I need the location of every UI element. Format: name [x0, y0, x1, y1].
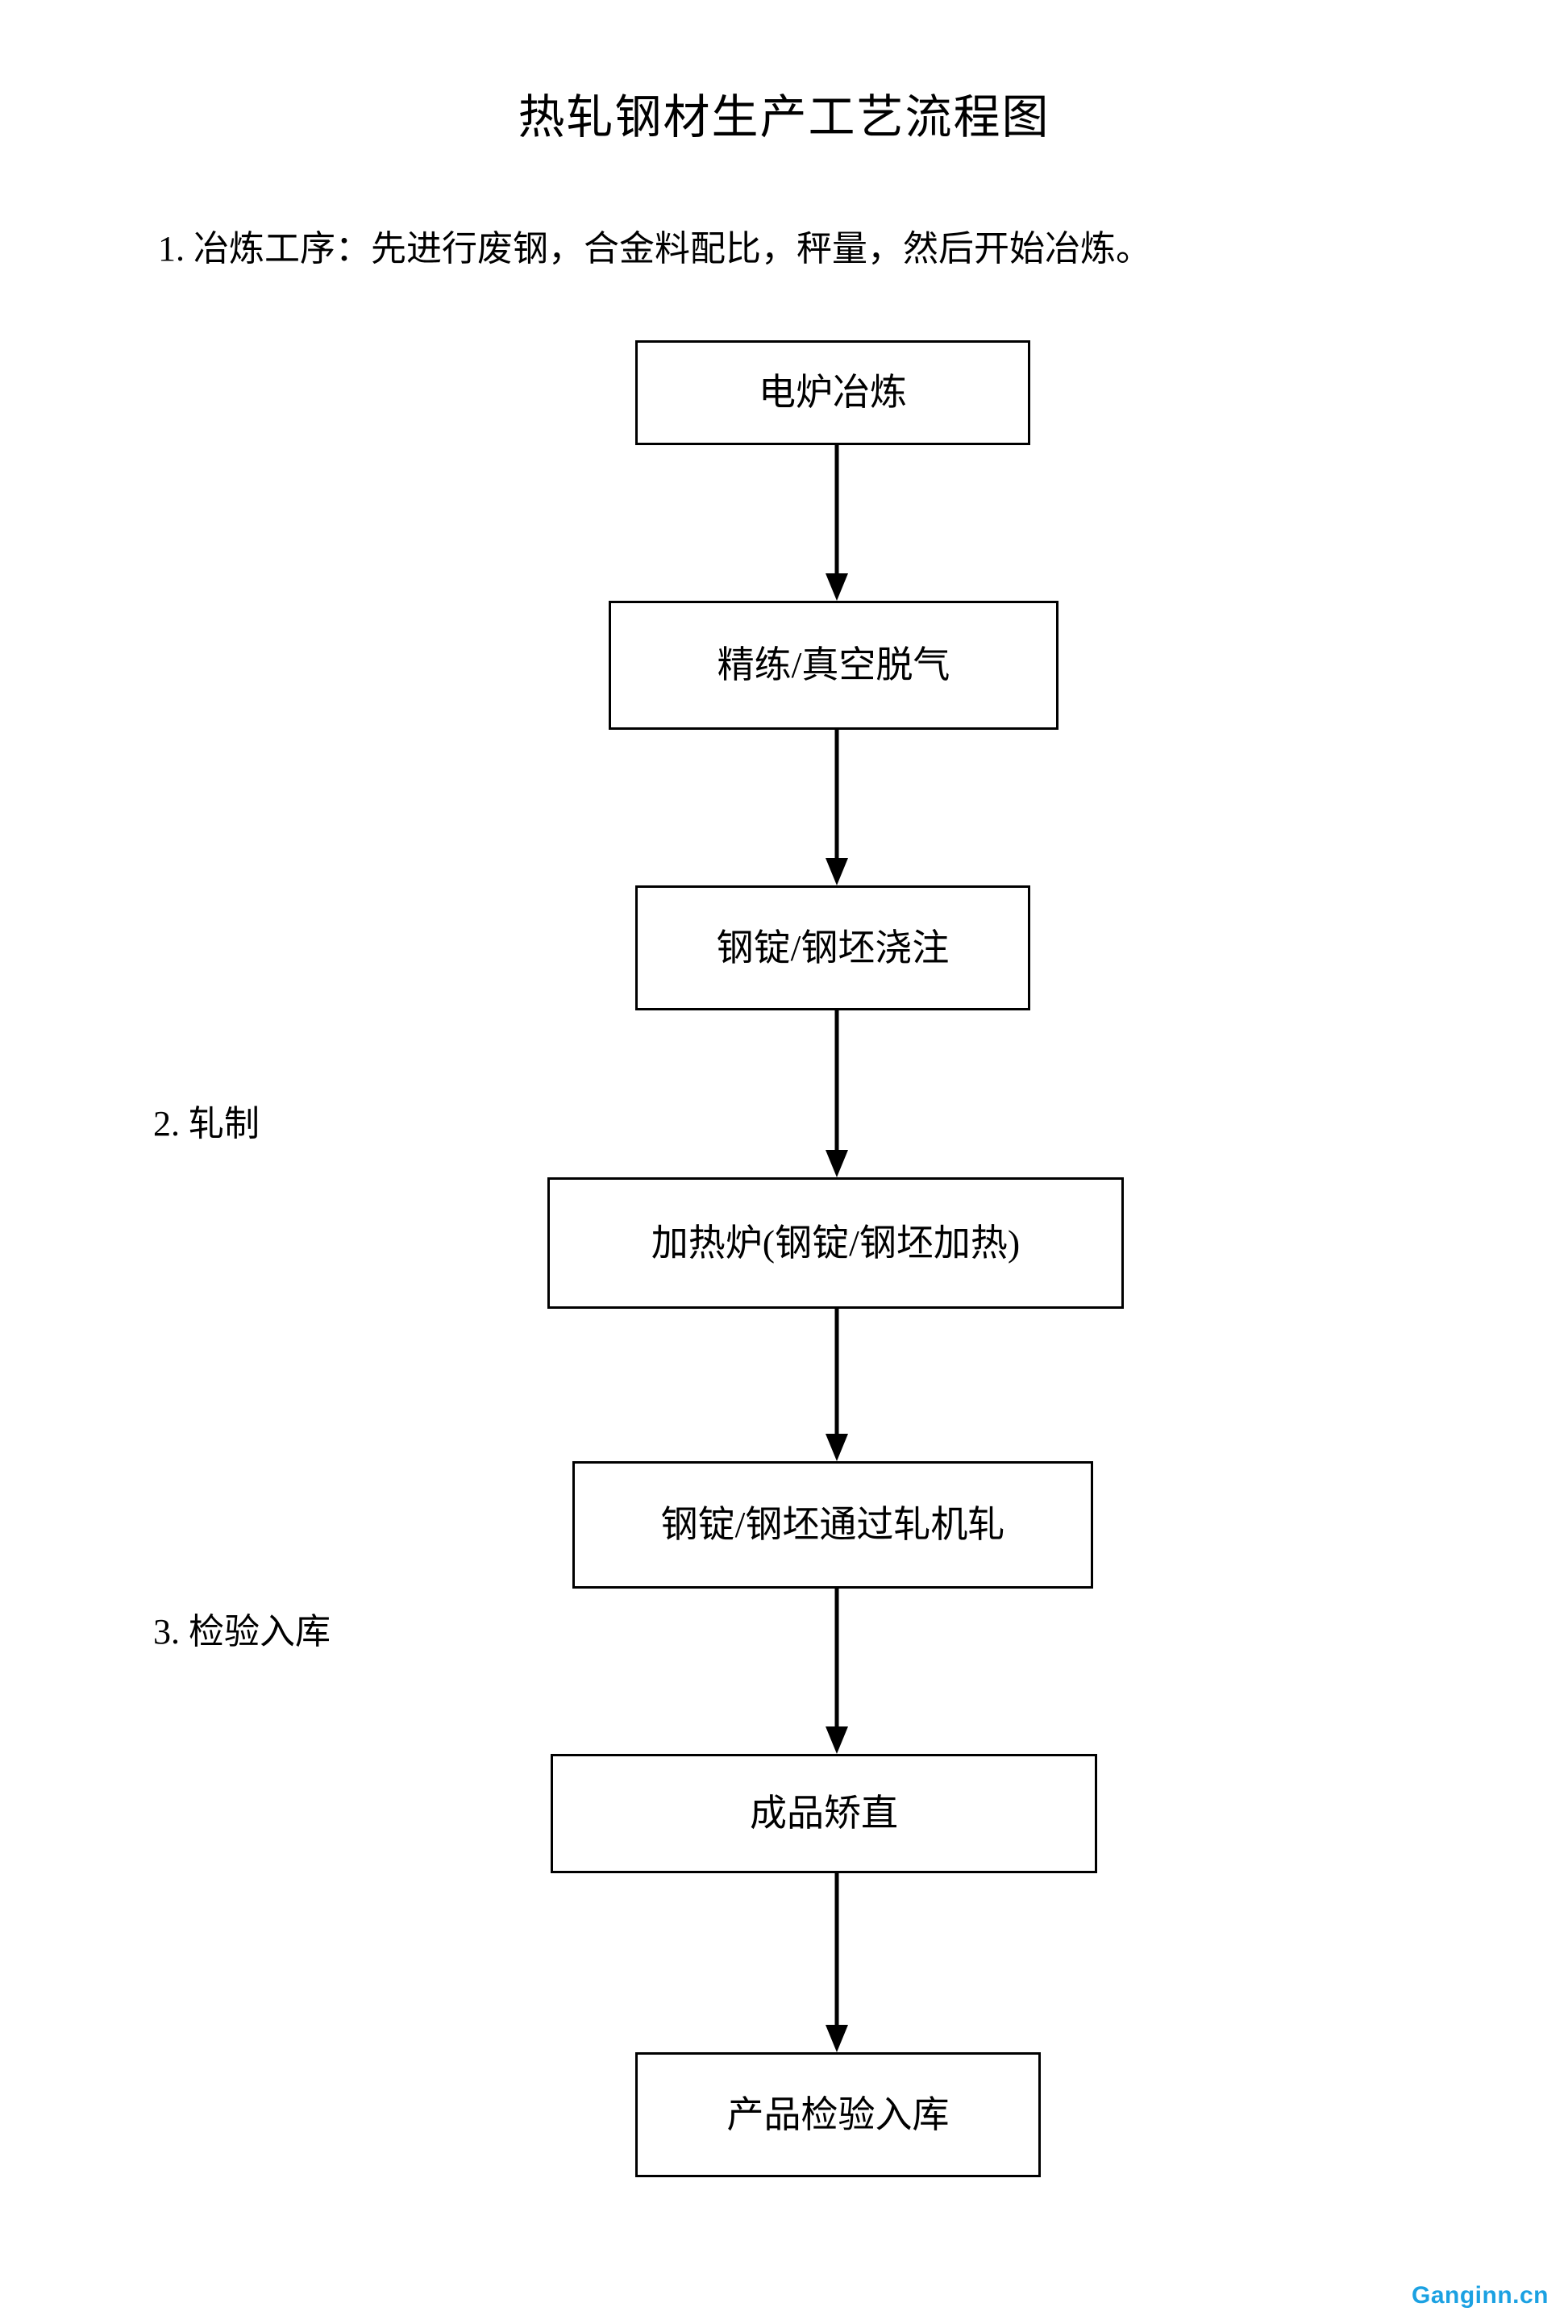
- site-watermark: Ganginn.cn: [1412, 2282, 1549, 2309]
- connector-arrow-6-to-7: [813, 1873, 861, 2052]
- flow-node-label: 钢锭/钢坯浇注: [716, 927, 950, 968]
- connector-arrow-3-to-4: [813, 1010, 861, 1177]
- step-caption-2: 2. 轧制: [153, 1101, 260, 1147]
- step-text-3: 检验入库: [189, 1612, 331, 1651]
- connector-arrow-4-to-5: [813, 1309, 861, 1461]
- flow-node-label: 精练/真空脱气: [717, 644, 950, 686]
- flow-node-refining-vacuum-degassing[interactable]: 精练/真空脱气: [609, 601, 1059, 730]
- step-text-1: 冶炼工序：先进行废钢，合金料配比，秤量，然后开始冶炼。: [193, 229, 1151, 269]
- flow-node-finished-product-straightening[interactable]: 成品矫直: [551, 1754, 1097, 1873]
- flow-node-label: 加热炉(钢锭/钢坯加热): [651, 1222, 1021, 1264]
- flow-node-product-inspection-warehousing[interactable]: 产品检验入库: [635, 2052, 1041, 2177]
- flow-node-label: 成品矫直: [750, 1793, 898, 1835]
- flow-node-ingot-billet-casting[interactable]: 钢锭/钢坯浇注: [635, 885, 1030, 1010]
- step-caption-1: 1. 冶炼工序：先进行废钢，合金料配比，秤量，然后开始冶炼。: [158, 226, 1151, 272]
- step-text-2: 轧制: [189, 1104, 260, 1143]
- flow-node-label: 电炉冶炼: [759, 372, 907, 414]
- step-caption-3: 3. 检验入库: [153, 1609, 331, 1655]
- flow-node-reheating-furnace[interactable]: 加热炉(钢锭/钢坯加热): [547, 1177, 1124, 1309]
- flow-node-label: 钢锭/钢坯通过轧机轧: [660, 1504, 1005, 1546]
- flow-node-electric-furnace-smelting[interactable]: 电炉冶炼: [635, 340, 1030, 445]
- connector-arrow-1-to-2: [813, 445, 861, 601]
- connector-arrow-5-to-6: [813, 1589, 861, 1754]
- page-title: 热轧钢材生产工艺流程图: [518, 90, 1050, 144]
- flow-node-rolling-mill-pass[interactable]: 钢锭/钢坯通过轧机轧: [572, 1461, 1093, 1589]
- step-number-3: 3.: [153, 1612, 180, 1651]
- connector-arrow-2-to-3: [813, 730, 861, 885]
- step-number-2: 2.: [153, 1104, 180, 1143]
- step-number-1: 1.: [158, 229, 185, 269]
- flow-node-label: 产品检验入库: [726, 2093, 950, 2135]
